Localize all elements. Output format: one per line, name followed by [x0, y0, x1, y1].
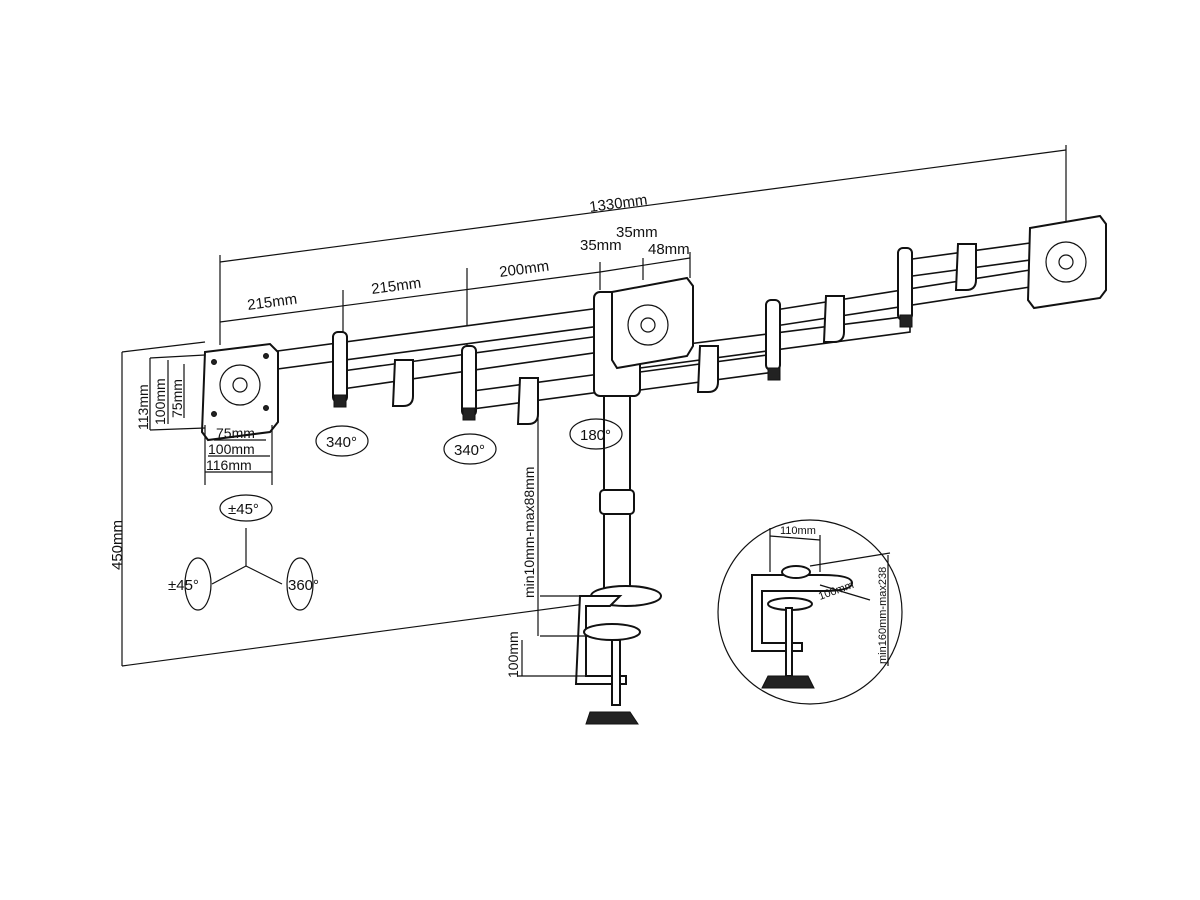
label-rotate-360: 360° [288, 577, 319, 594]
rotation-badges: 340° 340° 180° ±45° ±45° 360° [168, 418, 623, 611]
dimension-vesa: 113mm 100mm 75mm 75mm 100mm 116mm [135, 354, 273, 485]
arm-joints [332, 243, 977, 425]
label-75mm-v: 75mm [169, 379, 185, 418]
label-desk-thickness: min160mm-max238 [877, 567, 889, 664]
label-48mm: 48mm [648, 241, 690, 258]
vesa-plate-left [200, 342, 279, 442]
vesa-plate-center [611, 276, 694, 370]
label-100mm-v: 100mm [152, 378, 168, 425]
label-340-2: 340° [454, 442, 485, 459]
label-tilt-45: ±45° [228, 501, 259, 518]
label-pole-adjust: min10mm-max88mm [521, 467, 537, 598]
label-75mm-h: 75mm [216, 425, 255, 441]
label-340-1: 340° [326, 434, 357, 451]
label-116mm-h: 116mm [206, 457, 252, 473]
clamp-detail: 110mm 100mm min160mm-max238 [717, 519, 903, 705]
label-113mm: 113mm [135, 384, 151, 430]
label-450mm: 450mm [109, 520, 126, 570]
label-180: 180° [580, 427, 611, 444]
label-200mm: 200mm [498, 258, 550, 281]
label-35mm-top: 35mm [616, 224, 658, 241]
label-100mm-h: 100mm [208, 441, 255, 457]
dimension-height: 450mm [109, 341, 601, 667]
vesa-plate-right [1026, 214, 1107, 310]
label-110mm: 110mm [780, 525, 816, 537]
dimension-arm-segments: 215mm 215mm 200mm [219, 258, 601, 348]
dimension-head: 35mm 35mm 48mm [580, 224, 691, 280]
label-215mm-2: 215mm [370, 275, 422, 298]
desk-clamp: min10mm-max88mm 100mm [505, 380, 641, 725]
label-215mm-1: 215mm [246, 291, 298, 314]
label-swivel-45: ±45° [168, 577, 199, 594]
label-35mm: 35mm [580, 237, 622, 254]
label-clamp-100mm: 100mm [505, 631, 521, 678]
label-1330mm: 1330mm [588, 191, 648, 215]
